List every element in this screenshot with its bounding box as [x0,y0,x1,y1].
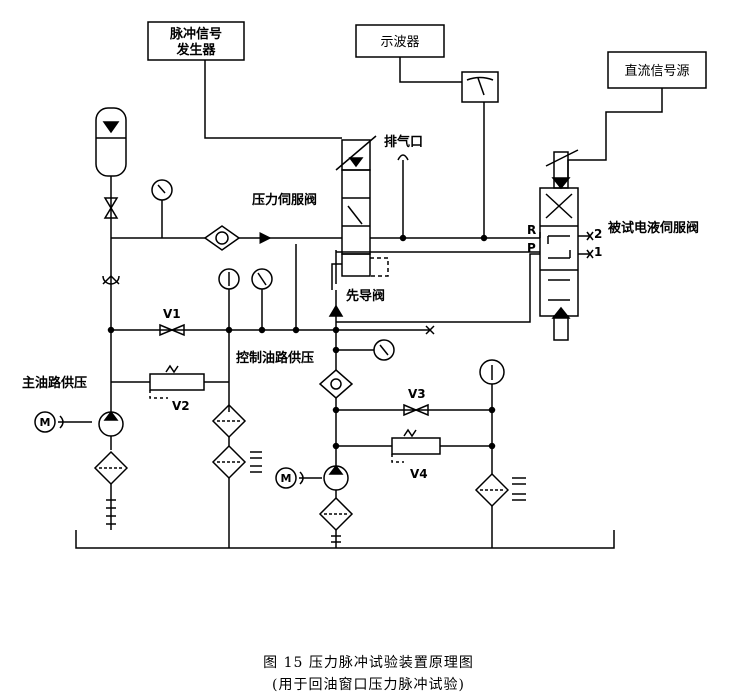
motor-right [275,467,297,489]
tested-servo-valve [539,187,579,317]
main-supply-label: 主油路供压 [22,375,87,391]
pulse-generator-label-2: 发生器 [175,42,216,58]
figure-caption: 图 15 压力脉冲试验装置原理图 [263,655,474,671]
reservoir-tank [75,530,615,549]
oscilloscope-label: 示波器 [380,35,419,50]
accumulator [95,107,127,177]
pressure-servo-label: 压力伺服阀 [252,192,317,208]
relief-valve-v4 [391,437,441,455]
port-2-label: 2 [594,227,602,241]
motor-left-label: M [40,416,51,429]
v3-label: V3 [408,387,426,401]
v4-label: V4 [410,467,428,481]
motor-right-label: M [281,472,292,485]
dc-source-label: 直流信号源 [624,64,689,79]
pilot-valve [341,253,371,277]
figure-subcaption: (用于回油窗口压力脉冲试验) [272,677,465,693]
pulse-generator-label-1: 脉冲信号 [169,26,222,42]
control-gauge [373,339,395,361]
port-r-label: R [527,223,536,237]
tested-valve-label: 被试电液伺服阀 [607,220,699,236]
control-supply-label: 控制油路供压 [236,350,314,366]
port-p-label: P [527,241,536,255]
relief-valve-v2 [149,373,205,391]
exhaust-label: 排气口 [384,134,423,150]
pilot-valve-label: 先导阀 [346,288,385,304]
v2-label: V2 [172,399,190,413]
port-1-label: 1 [594,245,602,259]
motor-left [34,411,56,433]
dc-source-box [607,51,707,89]
v1-label: V1 [163,307,181,321]
pulse-generator-box [147,21,245,61]
oscilloscope-meter [461,71,499,103]
